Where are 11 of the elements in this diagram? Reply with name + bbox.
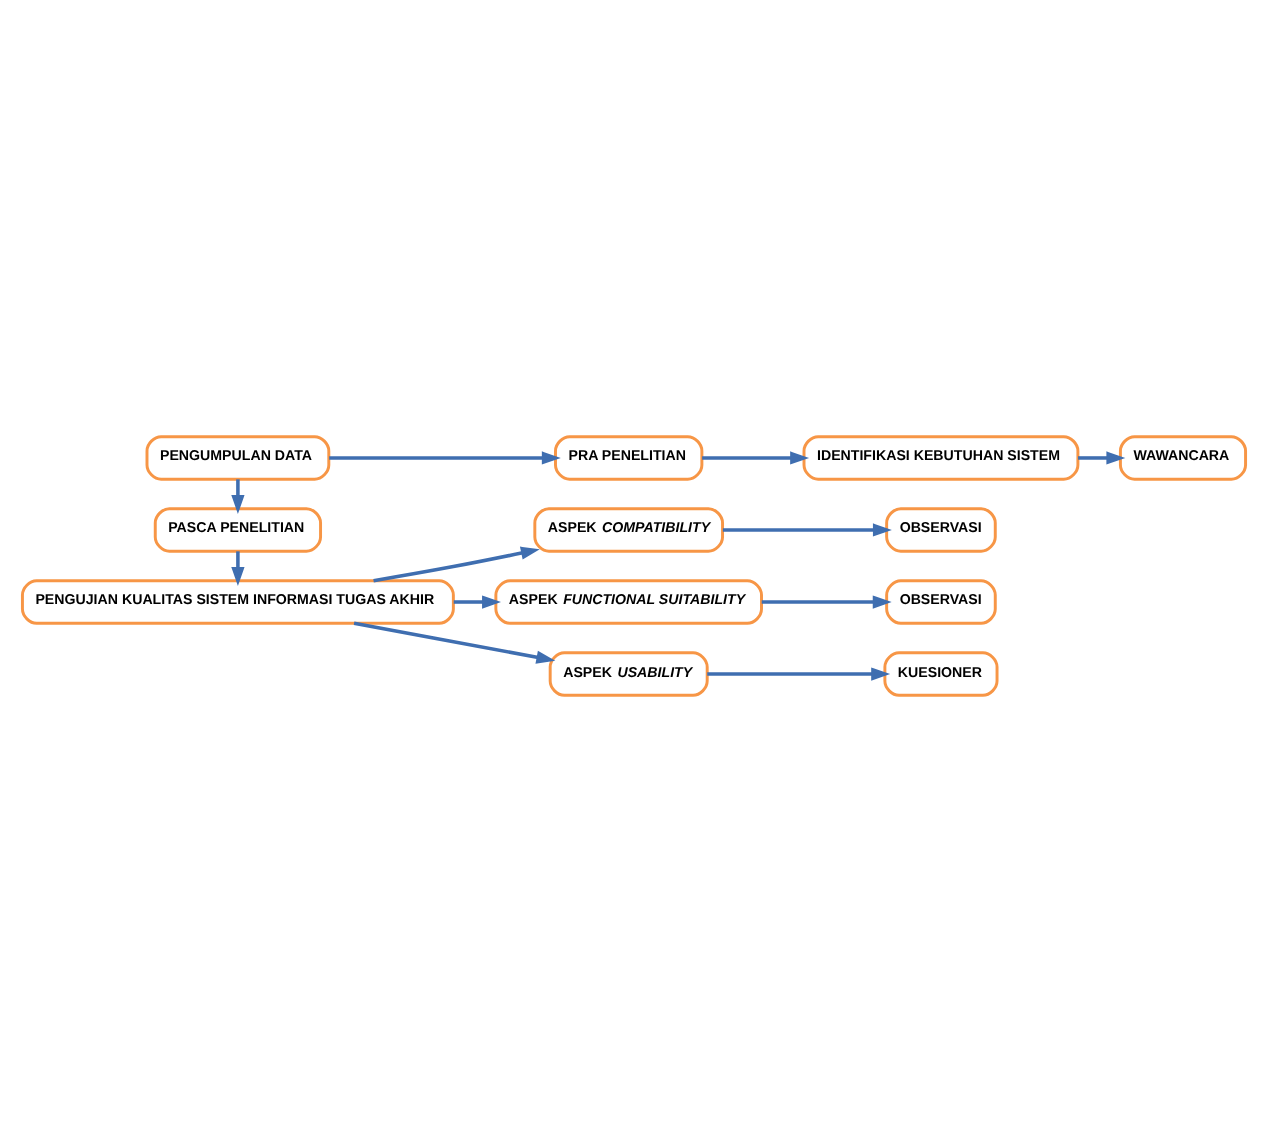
arrow — [707, 666, 891, 680]
arrow — [231, 478, 245, 513]
arrow — [329, 450, 561, 464]
arrow — [353, 620, 556, 663]
arrow — [373, 545, 540, 582]
arrow — [1078, 450, 1126, 464]
arrow — [761, 594, 892, 608]
arrow — [453, 594, 501, 608]
arrow — [231, 550, 245, 585]
arrow — [722, 522, 892, 536]
arrow — [702, 450, 810, 464]
